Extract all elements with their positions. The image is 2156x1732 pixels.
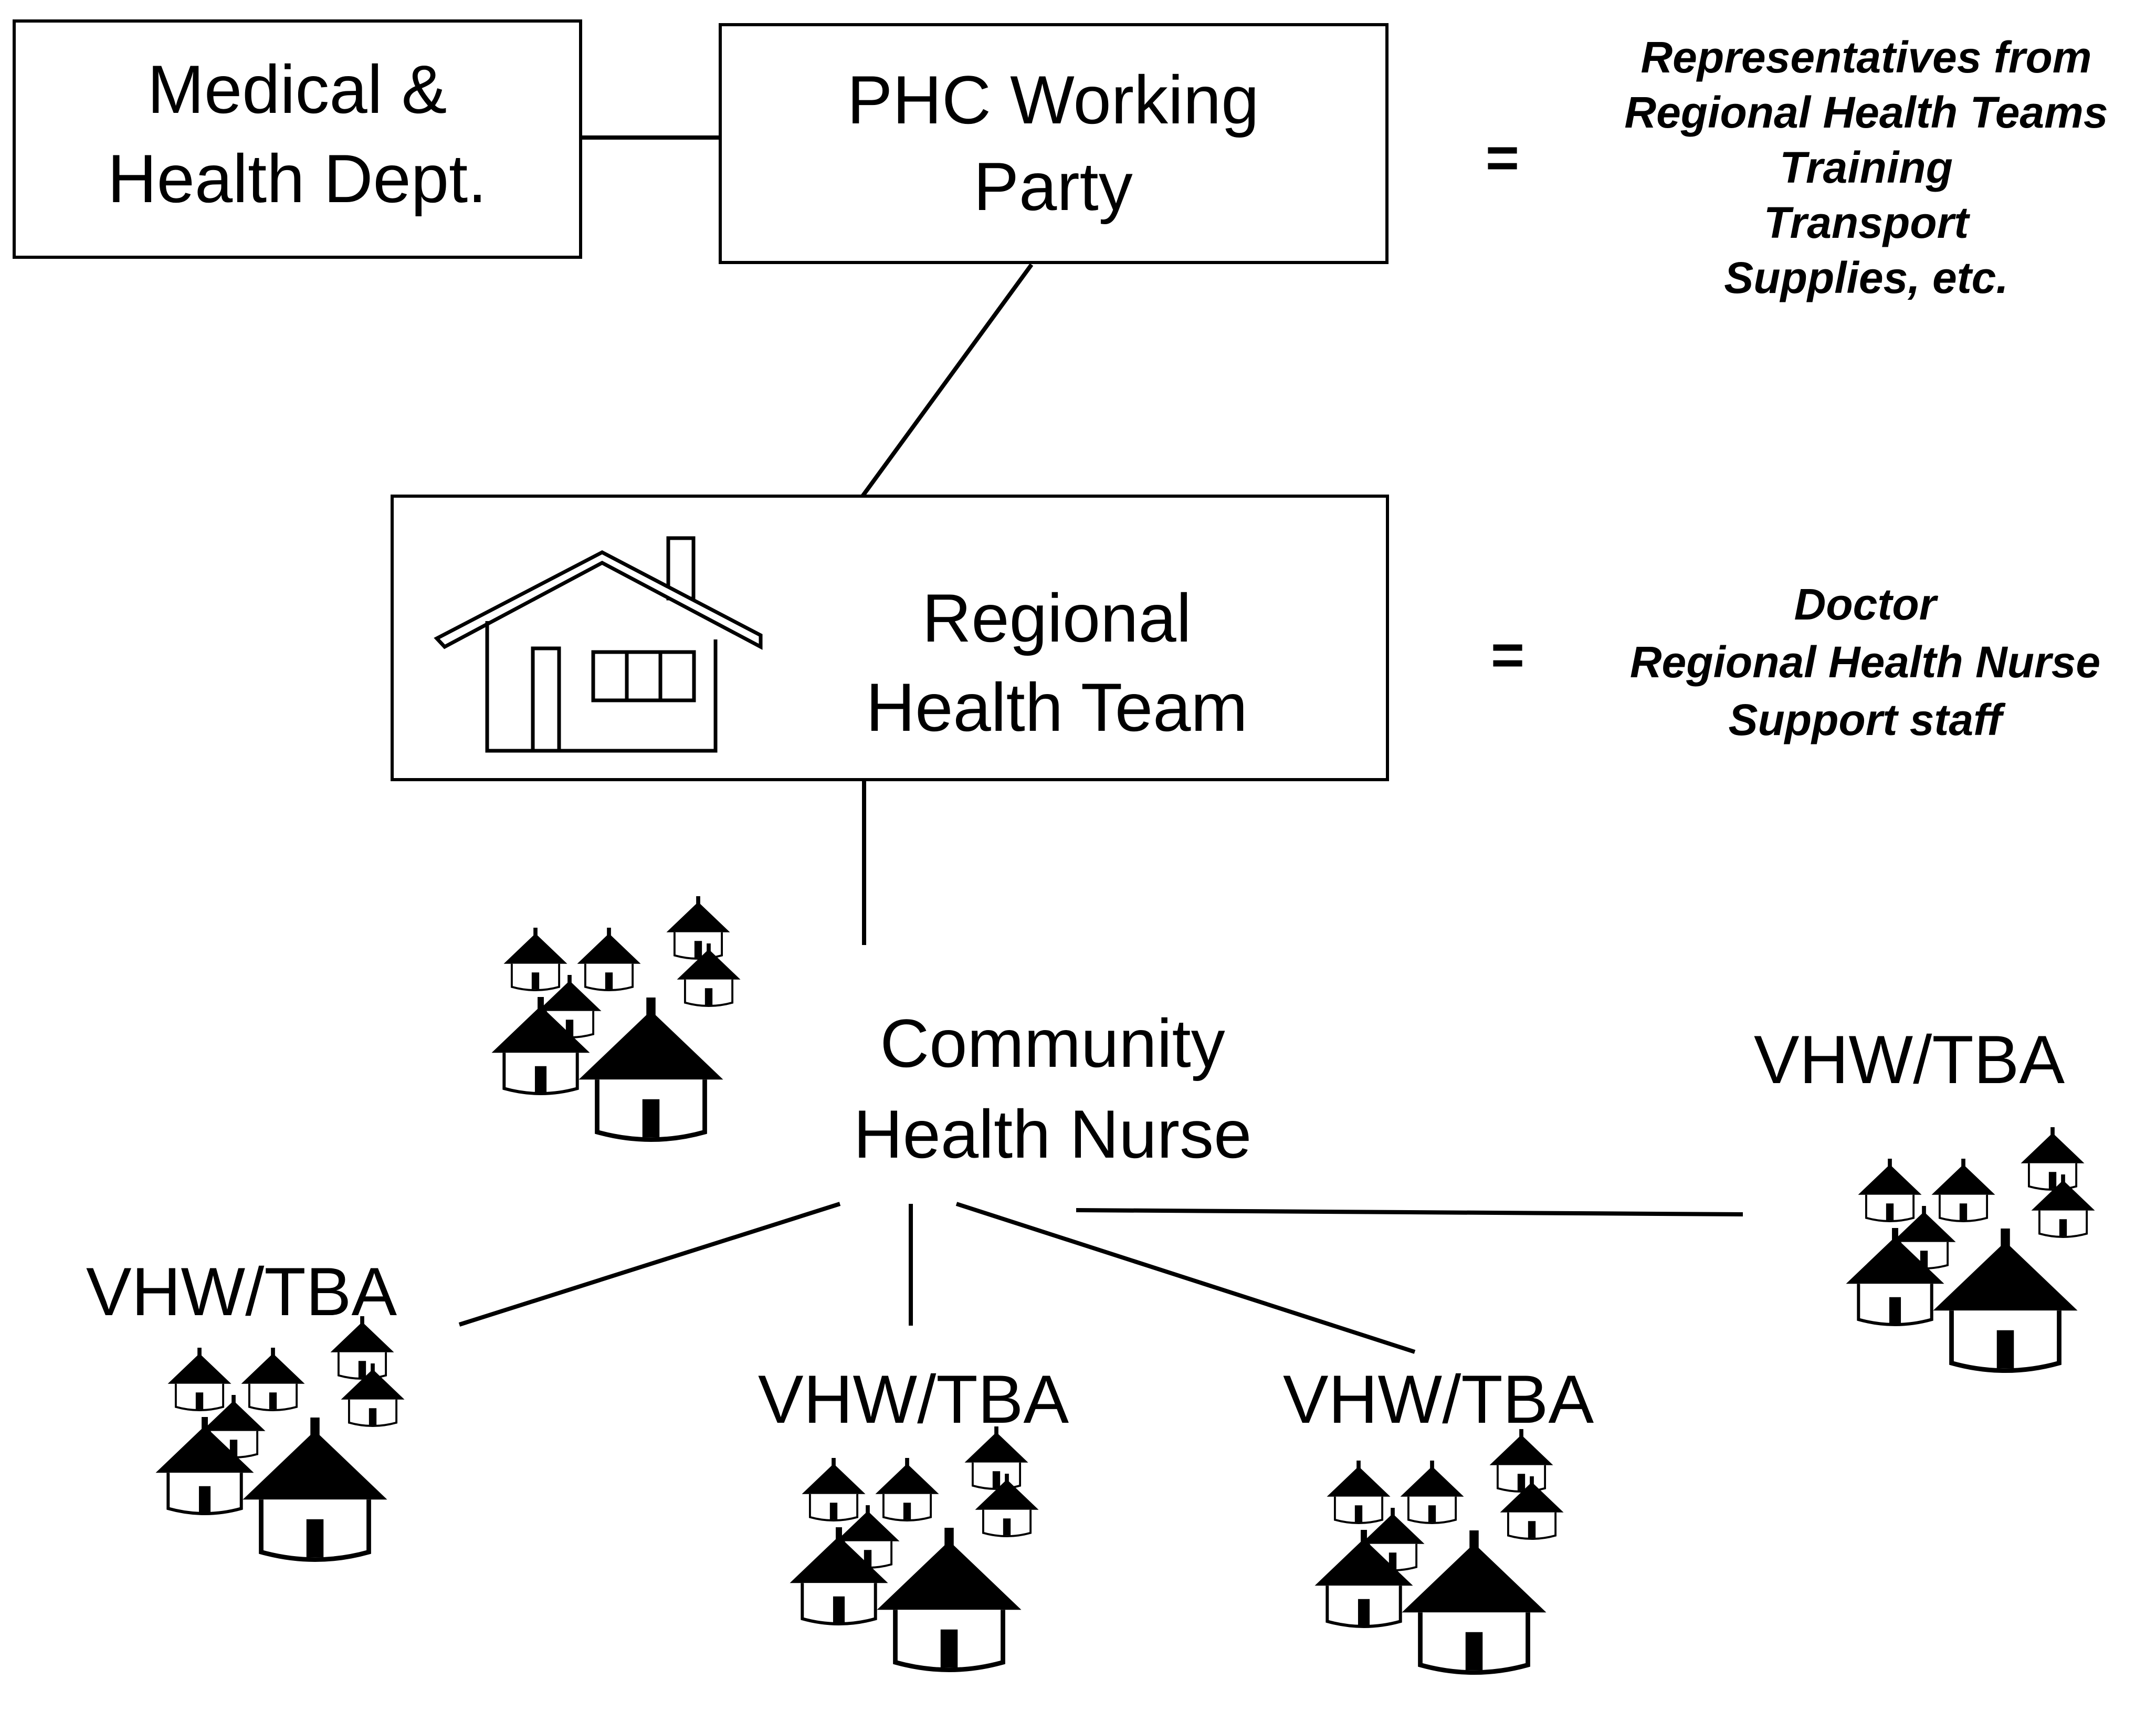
connector-phc-regional — [860, 263, 1034, 498]
connector-nurse-right-village — [1076, 1208, 1743, 1216]
phc-box-line2: Party — [973, 148, 1132, 225]
regional-box-line2: Health Team — [866, 669, 1247, 746]
regional-member-line: Support staff — [1728, 695, 2005, 744]
phc-member-line: Supplies, etc. — [1724, 253, 2008, 302]
village-icon — [1846, 1127, 2095, 1371]
regional-equals-sign: = — [1491, 623, 1524, 687]
regional-box-line1: Regional — [922, 580, 1191, 656]
medical-box-line2: Health Dept. — [108, 140, 487, 217]
regional-health-team-box: Regional Health Team — [391, 495, 1389, 781]
phc-member-line: Training — [1780, 143, 1953, 192]
community-nurse-line1: Community — [880, 1005, 1225, 1082]
phc-members-note: = Representatives from Regional Health T… — [1486, 33, 2108, 302]
village-icon — [492, 896, 741, 1140]
medical-box-line1: Medical & — [148, 51, 447, 128]
house-icon — [434, 536, 763, 753]
vhw-tba-left-node: VHW/TBA — [86, 1253, 405, 1560]
vhw-tba-right-node: VHW/TBA — [1754, 1021, 2095, 1371]
phc-member-line: Transport — [1764, 198, 1971, 247]
community-nurse-line2: Health Nurse — [854, 1096, 1252, 1172]
phc-working-party-box: PHC Working Party — [719, 23, 1389, 264]
regional-members-note: = Doctor Regional Health Nurse Support s… — [1491, 580, 2100, 744]
phc-box-line1: PHC Working — [847, 61, 1259, 138]
regional-member-line: Doctor — [1794, 580, 1939, 629]
vhw-tba-right-label: VHW/TBA — [1754, 1021, 2065, 1098]
connector-nurse-center-right-village — [955, 1202, 1416, 1354]
vhw-tba-center-right-node: VHW/TBA — [1283, 1361, 1594, 1673]
village-icon — [1315, 1429, 1564, 1673]
community-health-nurse-node: Community Health Nurse — [492, 896, 1252, 1172]
phc-equals-sign: = — [1486, 125, 1519, 190]
village-icon — [156, 1316, 405, 1560]
vhw-tba-center-left-label: VHW/TBA — [758, 1361, 1069, 1437]
village-icon — [790, 1426, 1039, 1670]
regional-member-line: Regional Health Nurse — [1630, 637, 2100, 687]
vhw-tba-center-left-node: VHW/TBA — [758, 1361, 1069, 1670]
phc-member-line: Representatives from — [1641, 33, 2092, 82]
vhw-tba-left-label: VHW/TBA — [86, 1253, 397, 1330]
phc-member-line: Regional Health Teams — [1624, 88, 2108, 137]
medical-health-dept-box: Medical & Health Dept. — [13, 19, 582, 259]
connector-nurse-left-village — [458, 1202, 841, 1327]
vhw-tba-center-right-label: VHW/TBA — [1283, 1361, 1594, 1437]
connectors — [458, 135, 1743, 1354]
